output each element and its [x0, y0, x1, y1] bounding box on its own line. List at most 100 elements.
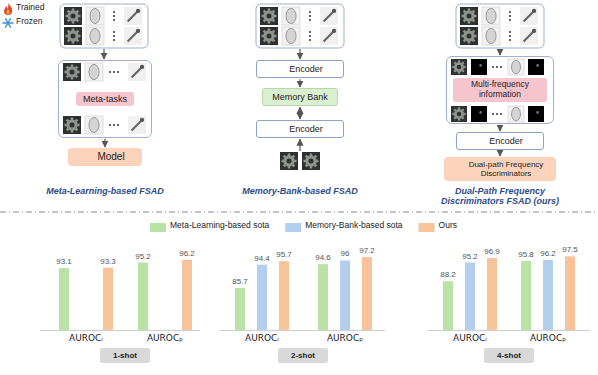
gear-hole: [69, 69, 74, 74]
image-ground: [124, 7, 142, 25]
axis-label: AUROCᵢ: [440, 333, 500, 343]
sample-image: [63, 116, 81, 134]
sample-image: [86, 27, 104, 45]
gear-body: [305, 155, 317, 167]
image-ground: [520, 7, 538, 25]
value-label: 88.2: [433, 270, 463, 279]
sample-image: [280, 152, 298, 170]
axis-label: AUROCᵢ: [56, 333, 116, 343]
ellipsis-dot: [496, 113, 498, 115]
gear-hole: [308, 158, 313, 163]
sample-image: [85, 116, 103, 134]
sample-image: [64, 27, 82, 45]
image-ground: [128, 116, 146, 134]
encoder-box: Encoder: [256, 60, 344, 78]
pill-shape: [90, 8, 100, 23]
screw-head: [332, 29, 336, 33]
sample-image: [520, 27, 538, 45]
image-ground: [451, 59, 467, 75]
screw-shaft: [128, 32, 138, 42]
value-label: 94.4: [247, 254, 277, 263]
sample-image: [508, 59, 524, 75]
mask-spot: [536, 111, 539, 114]
chart-baseline: [220, 330, 385, 331]
gear-hole: [266, 33, 271, 38]
ellipsis-dot: [509, 15, 511, 17]
shot-label: 4-shot: [484, 348, 534, 363]
image-ground: [451, 106, 467, 122]
screw-head: [532, 9, 536, 13]
meta-task-box: Meta-tasks: [58, 60, 152, 138]
flow-connector: [299, 79, 300, 87]
image-group-frame: [256, 4, 344, 48]
mask-spot: [479, 64, 482, 67]
image-ground: [86, 7, 104, 25]
sample-image: [320, 7, 338, 25]
pill-shape: [286, 8, 296, 23]
discriminator-box: Dual-path Frequency Discriminators: [444, 157, 556, 181]
screw-shaft: [524, 32, 534, 42]
axis-label: AUROCᵢ: [232, 333, 292, 343]
image-ground: [482, 7, 500, 25]
ellipsis-dot: [309, 35, 311, 37]
ellipsis-dot: [496, 66, 498, 68]
node-text: Encoder: [489, 136, 523, 146]
legend-text: Trained: [16, 3, 45, 13]
image-ground: [64, 7, 82, 25]
value-label: 96: [330, 249, 360, 258]
shot-label: 2-shot: [278, 348, 328, 363]
screw-head: [140, 118, 144, 122]
gear-body: [67, 10, 79, 22]
gear-body: [454, 62, 464, 72]
chart-baseline: [40, 330, 200, 331]
legend-text: Meta-Learning-based sota: [170, 221, 269, 231]
screw-shaft: [132, 121, 142, 131]
gear-hole: [457, 112, 461, 116]
image-ground: [528, 106, 544, 122]
value-label: 97.2: [352, 246, 382, 255]
flow-connector: [299, 107, 300, 119]
gear-hole: [466, 13, 471, 18]
gear-hole: [70, 13, 75, 18]
ellipsis-dot: [509, 31, 511, 33]
value-label: 95.2: [455, 252, 485, 261]
ellipsis-dot: [113, 39, 115, 41]
gear-body: [263, 10, 275, 22]
flow-arrow: [103, 49, 104, 59]
connectors: [105, 79, 500, 156]
screw-shaft: [524, 12, 534, 22]
pill-shape: [512, 60, 521, 73]
image-ground: [471, 59, 487, 75]
bar: [543, 260, 553, 330]
ellipsis-dot: [309, 39, 311, 41]
encoder-box: Encoder: [456, 132, 544, 150]
sample-image: [508, 106, 524, 122]
node-text: Model: [97, 151, 124, 163]
flow-connector: [104, 139, 105, 147]
ellipsis-dot: [509, 11, 511, 13]
trained-flame-icon: [4, 3, 12, 15]
gear-body: [283, 155, 295, 167]
legend-text: Ours: [439, 221, 457, 231]
pill-shape: [512, 107, 521, 120]
pill-shape: [90, 28, 100, 43]
pill-shape: [89, 64, 99, 79]
value-label: 96.9: [477, 247, 507, 256]
image-group-frame: [60, 4, 148, 48]
sample-image: [63, 63, 81, 81]
ellipsis-dot: [492, 113, 494, 115]
sample-image: [482, 27, 500, 45]
ellipsis-dot: [109, 124, 111, 126]
bar: [521, 261, 531, 330]
sample-image: [85, 63, 103, 81]
sample-image: [302, 152, 320, 170]
image-ground: [302, 152, 320, 170]
value-label: 85.7: [225, 277, 255, 286]
bar: [279, 261, 289, 330]
legend-text: Frozen: [16, 17, 42, 27]
image-ground: [124, 27, 142, 45]
ellipsis-dot: [509, 39, 511, 41]
frozen-snowflake-icon: [6, 19, 11, 28]
image-ground: [85, 63, 103, 81]
value-label: 95.7: [269, 250, 299, 259]
